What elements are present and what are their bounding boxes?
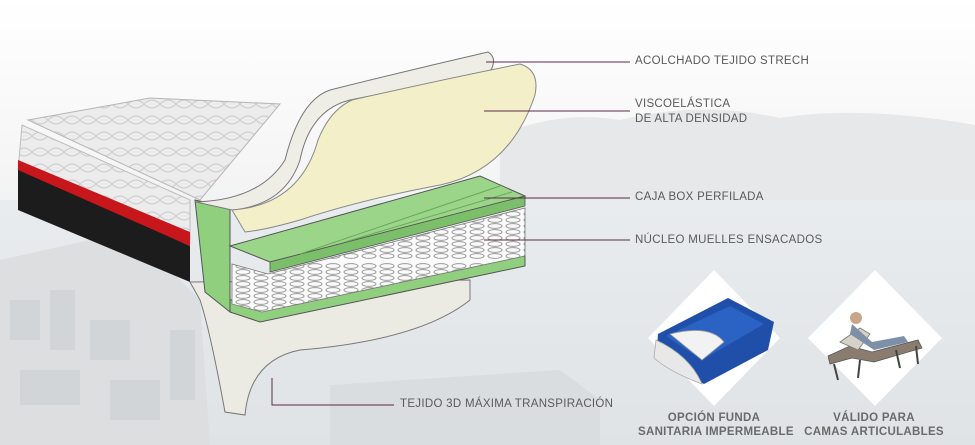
label-memory-foam-line1: VISCOELÁSTICA <box>635 98 731 110</box>
waterproof-cover-icon <box>648 270 780 406</box>
feature-caption-adjustable-line1: VÁLIDO PARA <box>833 412 915 424</box>
label-quilted-fabric: ACOLCHADO TEJIDO STRECH <box>635 55 810 67</box>
box-frame <box>194 175 527 323</box>
label-box-frame: CAJA BOX PERFILADA <box>635 191 764 203</box>
leader-fabric3d <box>271 378 394 406</box>
label-spring-core: NÚCLEO MUELLES ENSACADOS <box>635 234 823 246</box>
label-memory-foam-line2: DE ALTA DENSIDAD <box>635 113 748 125</box>
feature-caption-waterproof-line2: SANITARIA IMPERMEABLE <box>638 426 794 438</box>
quilted-top-layer <box>195 51 494 211</box>
feature-caption-adjustable: VÁLIDO PARA CAMAS ARTICULABLES <box>798 411 950 439</box>
feature-caption-waterproof-line1: OPCIÓN FUNDA <box>667 412 761 424</box>
feature-caption-adjustable-line2: CAMAS ARTICULABLES <box>804 426 944 438</box>
memory-foam-layer <box>231 63 537 233</box>
adjustable-bed-icon <box>808 270 942 406</box>
spring-core <box>231 207 526 313</box>
feature-caption-waterproof: OPCIÓN FUNDA SANITARIA IMPERMEABLE <box>638 411 794 439</box>
mattress-body <box>17 97 282 282</box>
label-3d-fabric: TEJIDO 3D MÁXIMA TRANSPIRACIÓN <box>400 398 614 410</box>
